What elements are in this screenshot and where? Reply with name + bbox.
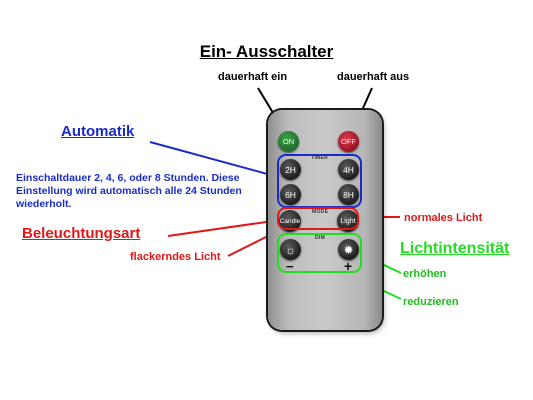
label-permanent-off: dauerhaft aus [337, 71, 410, 83]
timer-2h-button[interactable]: 2H [280, 159, 301, 180]
title-on-off-switch: Ein- Ausschalter [199, 42, 334, 61]
plus-label: + [344, 258, 353, 274]
frame-mode-buttons [277, 207, 359, 230]
label-lichtintensitaet: Lichtintensität [400, 240, 510, 257]
label-increase: erhöhen [403, 268, 447, 280]
mode-label: MODE [312, 209, 329, 215]
label-beleuchtungsart: Beleuchtungsart [22, 225, 141, 242]
arrow-automatik [149, 141, 286, 183]
on-button[interactable]: ON [278, 131, 299, 152]
dim-label: DIM [315, 235, 326, 241]
minus-label: − [286, 259, 294, 274]
dim-down-button[interactable]: ☼ [280, 239, 301, 260]
frame-dim-buttons [277, 233, 362, 273]
sun-bright-icon: ✹ [343, 242, 354, 257]
frame-timer-buttons [277, 154, 362, 208]
label-flicker-light: flackerndes Licht [130, 251, 221, 263]
timer-4h-button[interactable]: 4H [338, 159, 359, 180]
label-normal-light: normales Licht [404, 212, 483, 224]
timer-label: TIMER [311, 155, 329, 161]
arrow-beleuchtungsart [167, 213, 284, 237]
label-permanent-on: dauerhaft ein [218, 71, 288, 83]
label-automatik-description: Einschaltdauer 2, 4, 6, oder 8 Stunden. … [16, 172, 242, 210]
dim-up-button[interactable]: ✹ [338, 239, 359, 260]
off-button[interactable]: OFF [338, 131, 359, 152]
label-automatik: Automatik [61, 123, 135, 140]
sun-dim-icon: ☼ [285, 242, 296, 257]
label-reduce: reduzieren [403, 296, 459, 308]
